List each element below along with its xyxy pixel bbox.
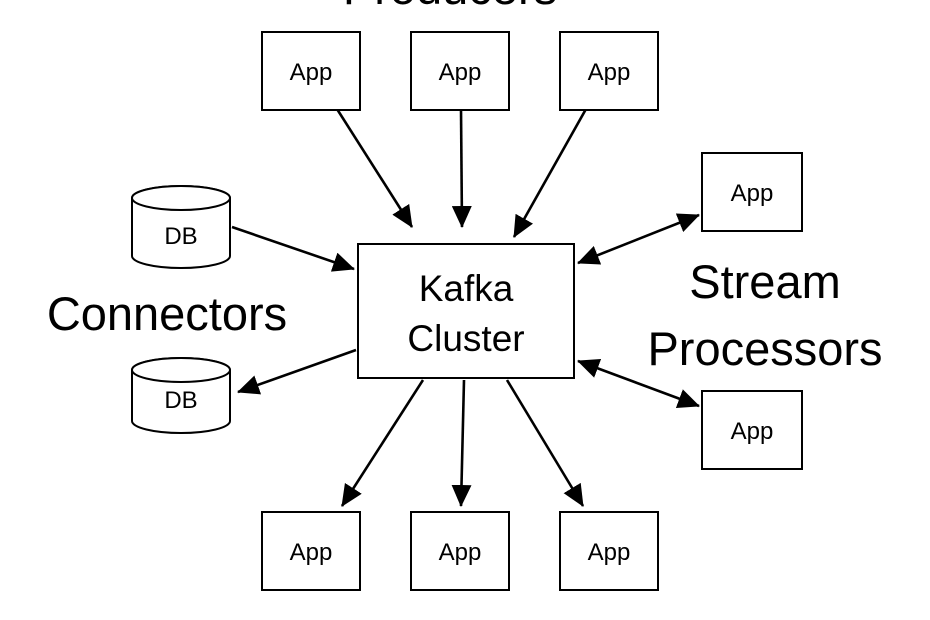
kafka-cluster-label-line2: Cluster	[407, 318, 524, 359]
producer-app-node: App	[559, 31, 659, 111]
edge-db-1-to-cluster	[231, 225, 355, 272]
connectors-section-label: Connectors	[47, 287, 287, 340]
consumer-app-label: App	[588, 539, 631, 566]
edge-cluster-to-db-2	[237, 348, 357, 395]
edge-cluster-stream-app-1	[577, 213, 700, 265]
database-cylinder-icon: DB	[131, 357, 231, 434]
connector-db-label: DB	[164, 387, 197, 414]
edge-producer-3-to-cluster	[512, 108, 588, 238]
stream-processors-label-line1: Stream	[689, 255, 841, 308]
kafka-cluster-node: Kafka Cluster	[357, 243, 575, 379]
producers-section-label: Producers	[343, 0, 557, 14]
stream-processor-app-label: App	[731, 180, 774, 207]
consumer-app-node: App	[559, 511, 659, 591]
edge-cluster-to-consumer-3	[505, 379, 585, 507]
stream-processors-label-line2: Processors	[647, 322, 882, 375]
database-cylinder-icon: DB	[131, 185, 231, 269]
producer-app-node: App	[261, 31, 361, 111]
edge-producer-1-to-cluster	[335, 108, 414, 228]
stream-processor-app-label: App	[731, 418, 774, 445]
producer-app-node: App	[410, 31, 510, 111]
edge-cluster-to-consumer-2	[451, 379, 472, 507]
edge-cluster-to-consumer-1	[340, 379, 425, 507]
producer-app-label: App	[290, 59, 333, 86]
stream-processor-app-node: App	[701, 152, 803, 232]
edge-cluster-stream-app-2	[577, 358, 700, 409]
edge-producer-2-to-cluster	[451, 108, 472, 228]
producer-app-label: App	[588, 59, 631, 86]
consumer-app-label: App	[439, 539, 482, 566]
consumer-app-label: App	[290, 539, 333, 566]
producer-app-label: App	[439, 59, 482, 86]
consumer-app-node: App	[261, 511, 361, 591]
kafka-cluster-label-line1: Kafka	[419, 268, 514, 309]
connector-db-label: DB	[164, 223, 197, 250]
consumer-app-node: App	[410, 511, 510, 591]
stream-processor-app-node: App	[701, 390, 803, 470]
